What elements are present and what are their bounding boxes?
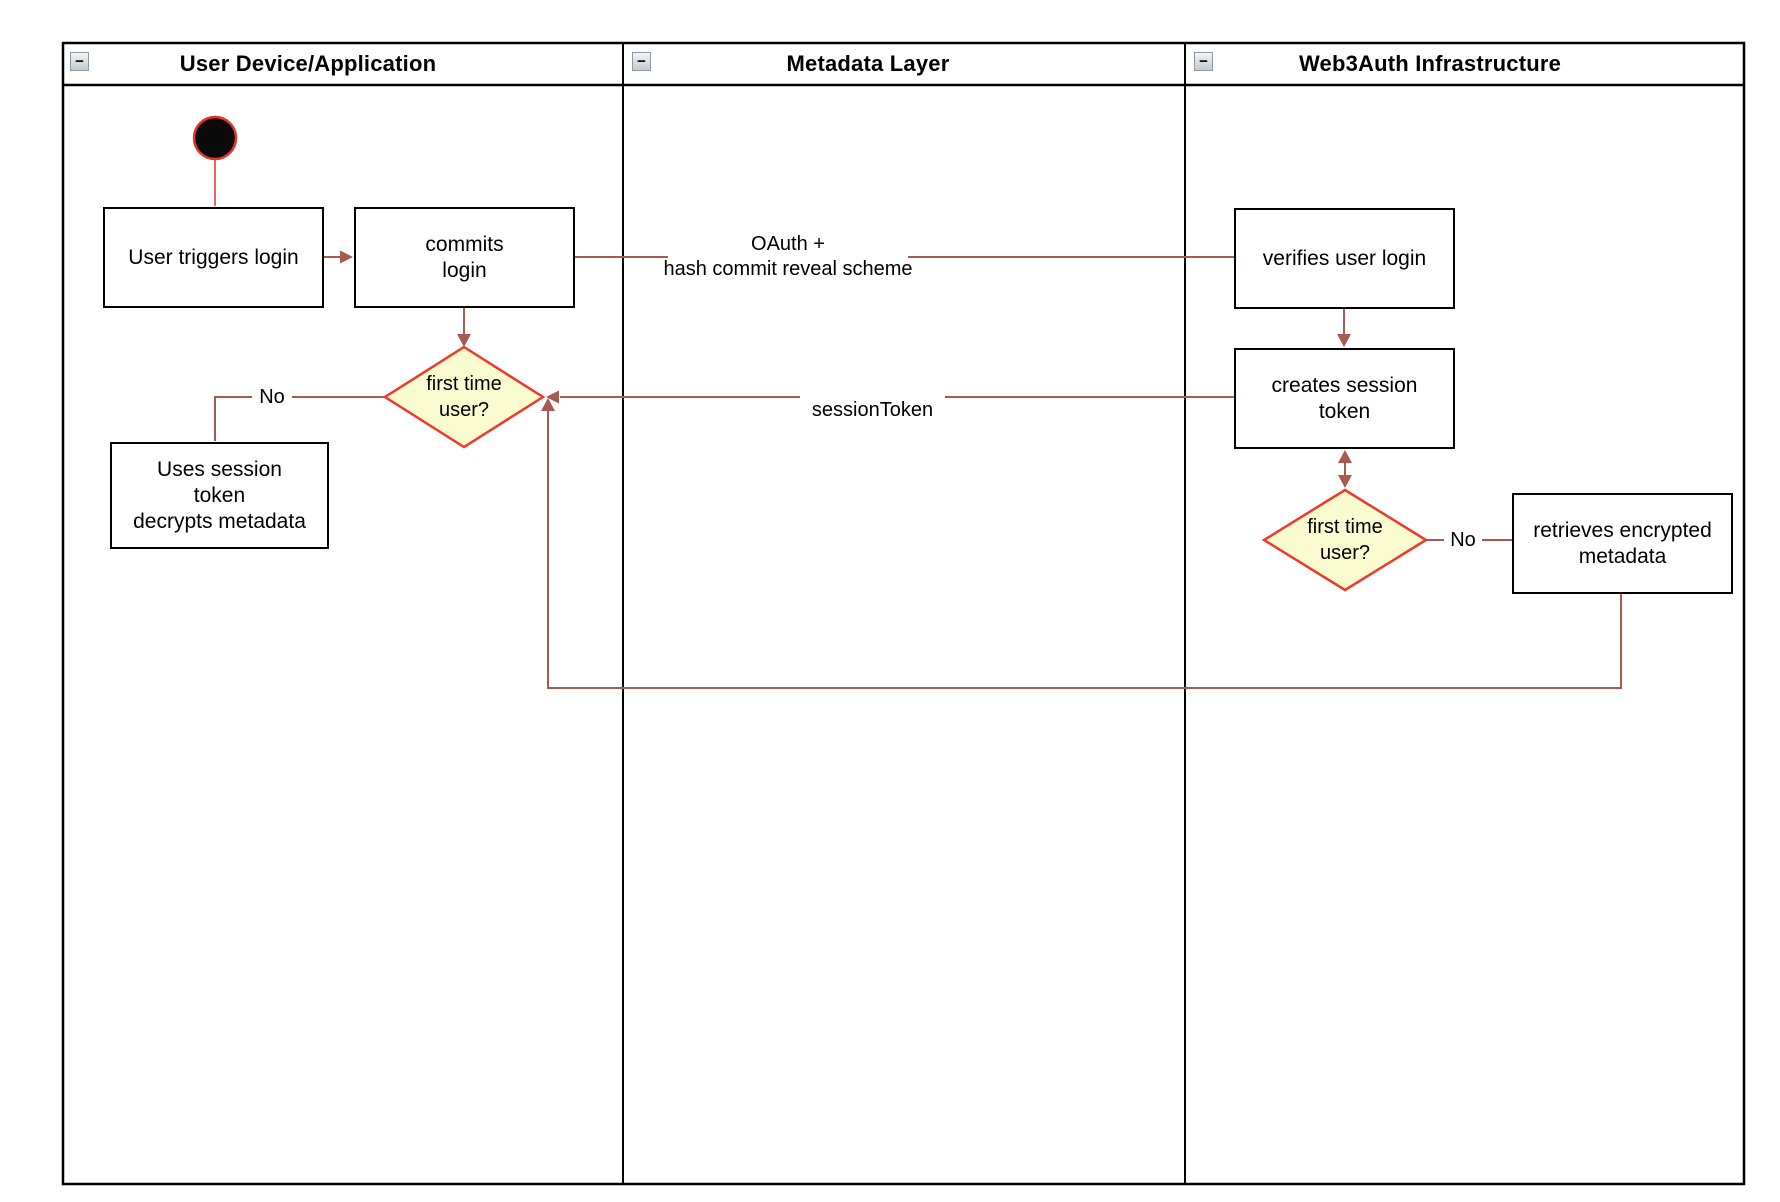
- edge-label-no-web3auth: No: [1450, 529, 1476, 551]
- arrowhead-feedback: [541, 398, 555, 411]
- decision-first-time-user-web3auth[interactable]: [1261, 488, 1429, 592]
- arrowhead-commits-to-decision: [457, 334, 471, 347]
- edge-label-oauth: OAuth + hash commit reveal scheme: [663, 233, 913, 280]
- collapse-icon[interactable]: −: [632, 52, 651, 71]
- node-commits-login[interactable]: commits login: [354, 207, 575, 308]
- collapse-icon[interactable]: −: [1194, 52, 1213, 71]
- node-retrieves-encrypted-metadata[interactable]: retrieves encrypted metadata: [1512, 493, 1733, 594]
- decision-first-time-user-device[interactable]: [382, 345, 546, 449]
- lane-header-web3auth[interactable]: Web3Auth Infrastructure: [1298, 51, 1562, 76]
- swimlane-frame: [61, 41, 1746, 1186]
- lane-header-metadata-layer[interactable]: Metadata Layer: [786, 51, 950, 76]
- arrowhead-sessiontoken: [546, 390, 559, 404]
- node-user-triggers-login[interactable]: User triggers login: [103, 207, 324, 308]
- arrowhead-triggers-to-commits: [340, 250, 353, 264]
- node-verifies-user-login[interactable]: verifies user login: [1234, 208, 1455, 309]
- edge-label-sessiontoken: sessionToken: [811, 399, 934, 421]
- lane-header-user-device[interactable]: User Device/Application: [179, 51, 437, 76]
- arrowhead-verifies-to-creates: [1337, 334, 1351, 347]
- node-creates-session-token[interactable]: creates session token: [1234, 348, 1455, 449]
- edge-label-no-device: No: [259, 386, 285, 408]
- start-node[interactable]: [192, 115, 238, 161]
- collapse-icon[interactable]: −: [70, 52, 89, 71]
- edge-retrieves-feedback: [547, 404, 1622, 689]
- arrowhead-down-creates-decision: [1338, 475, 1352, 488]
- arrowhead-up-creates-decision: [1338, 450, 1352, 463]
- node-uses-session-token[interactable]: Uses session token decrypts metadata: [110, 442, 329, 549]
